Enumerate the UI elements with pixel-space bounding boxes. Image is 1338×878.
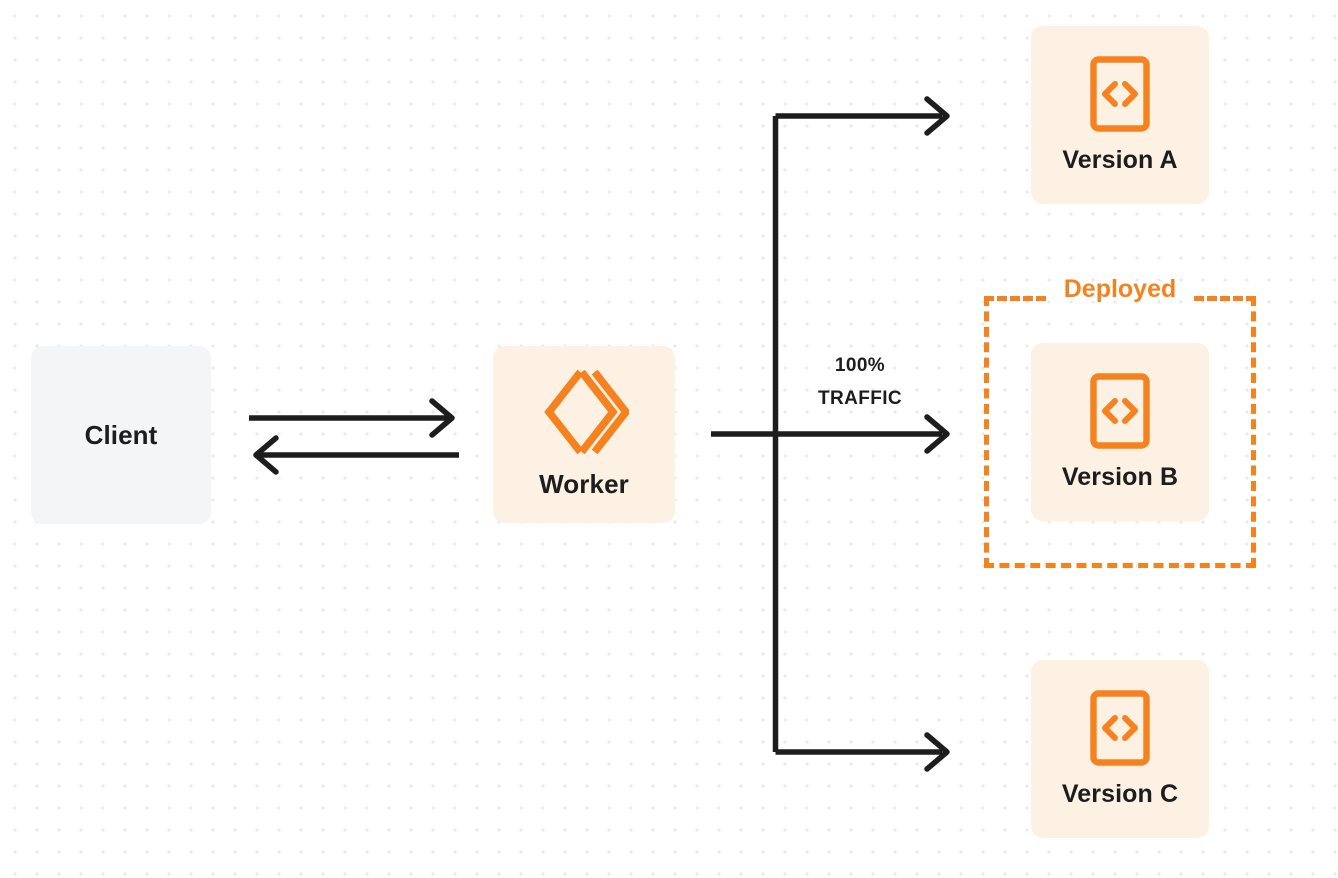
arrow-trunk-to-version-b [775,414,950,454]
version-a-node: Version A [1031,26,1209,204]
arrow-worker-to-client [253,435,459,475]
deployed-frame-edge-top-right [1194,296,1256,301]
arrow-trunk-to-version-a [775,96,950,136]
client-label: Client [84,419,158,450]
deployed-frame-edge-bottom [984,563,1256,568]
traffic-label: 100% TRAFFIC [790,350,930,415]
version-c-node: Version C [1031,660,1209,838]
deployed-frame: Deployed [984,275,1256,568]
worker-node: Worker [493,346,675,523]
client-node: Client [31,346,211,524]
traffic-caption: TRAFFIC [817,387,903,409]
worker-label: Worker [539,469,629,499]
version-c-label: Version C [1061,779,1179,808]
version-b-label: Version B [1061,462,1179,491]
deployed-badge-label: Deployed [1063,275,1177,303]
deployed-frame-edge-left [984,296,989,568]
code-brackets-icon [1090,689,1150,766]
version-b-node: Version B [1031,343,1209,521]
cloudflare-workers-logo-icon [539,369,631,455]
arrow-client-to-worker [249,398,455,438]
deployed-frame-edge-right [1251,296,1256,568]
traffic-percent: 100% [834,355,886,376]
arrow-trunk-to-version-c [775,732,950,772]
code-brackets-icon [1090,55,1150,132]
code-brackets-icon [1090,372,1150,449]
deployed-frame-edge-top-left [984,296,1046,301]
version-a-label: Version A [1062,145,1178,174]
